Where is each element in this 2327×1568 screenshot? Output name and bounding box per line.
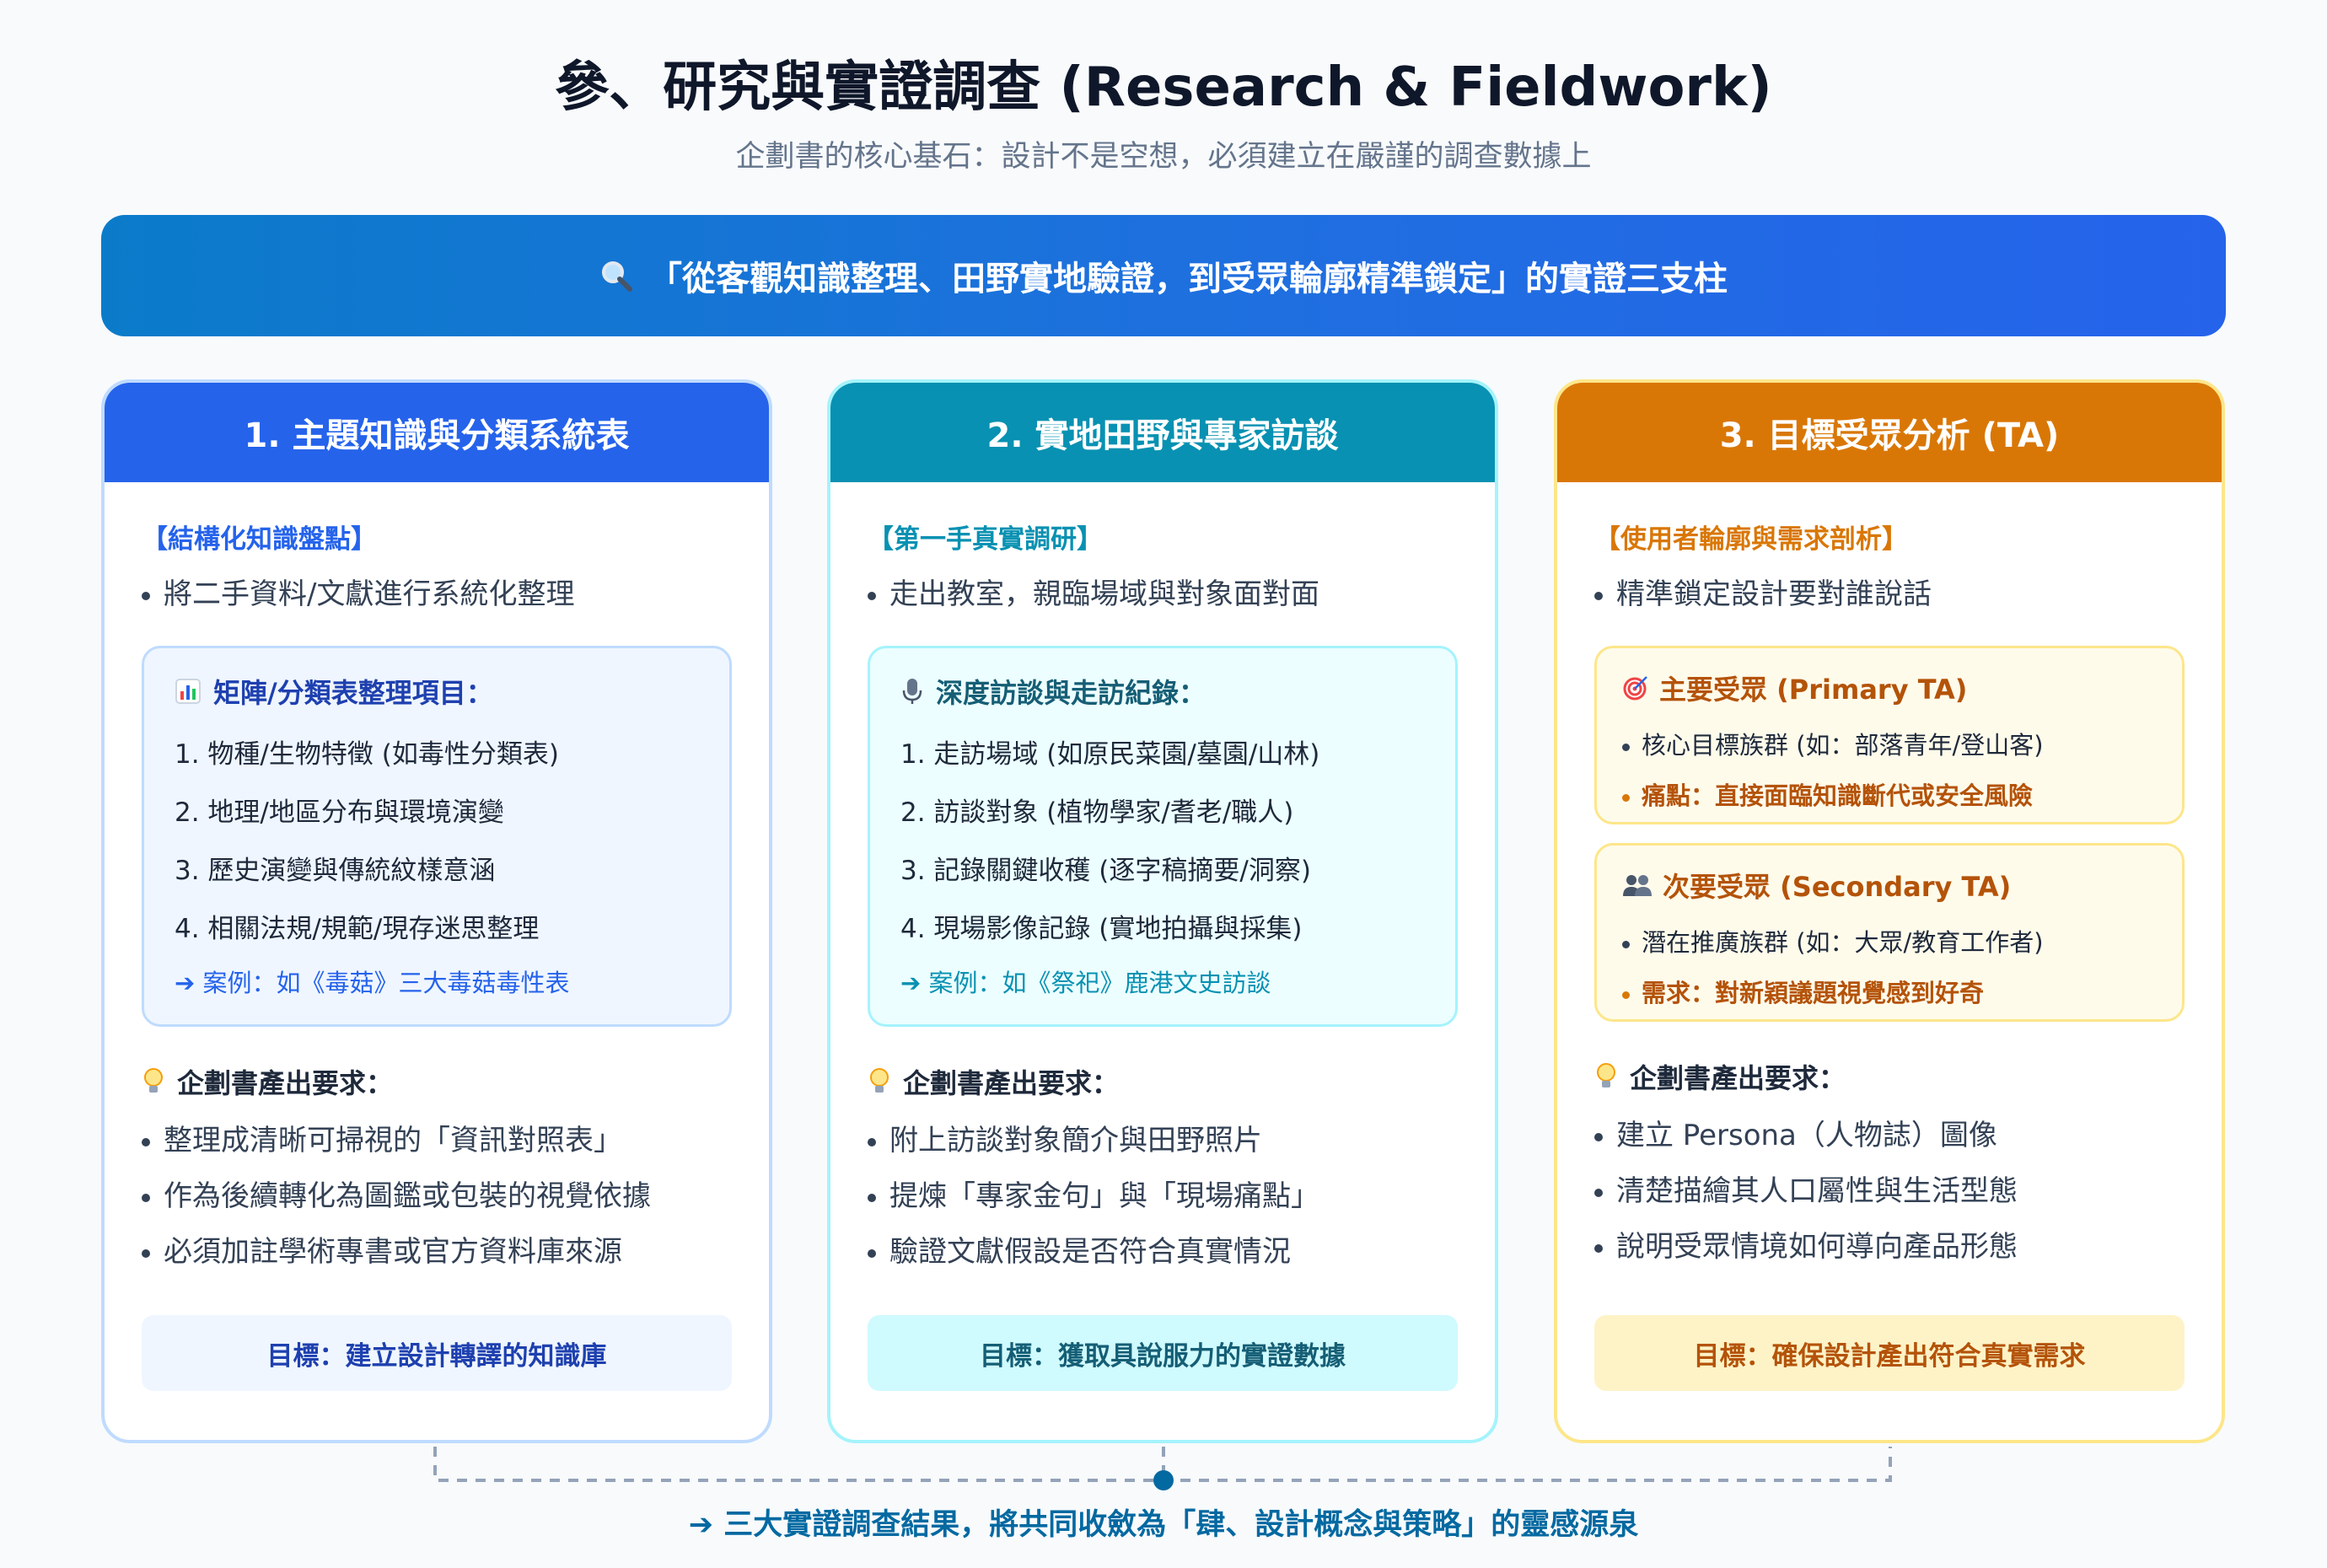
ta-need: 需求：對新穎議題視覺感到好奇 xyxy=(1622,974,2157,1009)
list-item: 整理成清晰可掃視的「資訊對照表」 xyxy=(142,1113,732,1168)
page-subtitle: 企劃書的核心基石：設計不是空想，必須建立在嚴謹的調查數據上 xyxy=(735,140,1592,174)
card-title: 2. 實地田野與專家訪談 xyxy=(830,383,1495,482)
list-item: 3. 記錄關鍵收穫 (逐字稿摘要/洞察) xyxy=(900,856,1311,886)
footer-note: ➔ 三大實證調查結果，將共同收斂為「肆、設計概念與策略」的靈感源泉 xyxy=(688,1508,1639,1542)
matrix-box: 矩陣/分類表整理項目： 1. 物種/生物特徵 (如毒性分類表) 2. 地理/地區… xyxy=(142,646,732,1027)
ta-description: 核心目標族群 (如：部落青年/登山客) xyxy=(1622,726,2157,761)
list-item: 2. 訪談對象 (植物學家/耆老/職人) xyxy=(900,797,1294,828)
req-title: 企劃書產出要求： xyxy=(1594,1057,2185,1096)
section-tag: 【使用者輪廓與需求剖析】 xyxy=(1594,524,1908,555)
lightbulb-icon xyxy=(142,1067,165,1096)
list-item: 附上訪談對象簡介與田野照片 xyxy=(868,1113,1458,1168)
list-item: 提煉「專家金句」與「現場痛點」 xyxy=(868,1168,1458,1224)
section-tag: 【結構化知識盤點】 xyxy=(142,524,377,555)
list-item: 4. 相關法規/規範/現存迷思整理 xyxy=(175,914,540,944)
list-item: 說明受眾情境如何導向產品形態 xyxy=(1594,1219,2185,1275)
target-icon xyxy=(1622,674,1649,701)
intro-line: 將二手資料/文獻進行系統化整理 xyxy=(142,571,732,612)
req-title: 企劃書產出要求： xyxy=(868,1062,1458,1101)
card-fieldwork: 2. 實地田野與專家訪談 【第一手真實調研】 走出教室，親臨場域與對象面對面 深… xyxy=(827,379,1498,1443)
case-example: ➔ 案例：如《祭祀》鹿港文史訪談 xyxy=(900,969,1271,997)
primary-ta-box: 主要受眾 (Primary TA) 核心目標族群 (如：部落青年/登山客) 痛點… xyxy=(1594,646,2185,824)
intro-line: 精準鎖定設計要對誰說話 xyxy=(1594,571,2185,612)
card-title: 1. 主題知識與分類系統表 xyxy=(105,383,769,482)
box-title: 矩陣/分類表整理項目： xyxy=(175,672,699,711)
list-item: 驗證文獻假設是否符合真實情況 xyxy=(868,1224,1458,1280)
magnifier-icon xyxy=(599,259,633,293)
microphone-icon xyxy=(900,677,924,706)
list-item: 1. 物種/生物特徵 (如毒性分類表) xyxy=(175,739,559,770)
box-title: 深度訪談與走訪紀錄： xyxy=(900,672,1425,711)
lightbulb-icon xyxy=(1594,1062,1618,1091)
pillars-banner: 「從客觀知識整理、田野實地驗證，到受眾輪廓精準鎖定」的實證三支柱 xyxy=(101,215,2226,336)
list-item: 作為後續轉化為圖鑑或包裝的視覺依據 xyxy=(142,1168,732,1224)
list-item: 清楚描繪其人口屬性與生活型態 xyxy=(1594,1163,2185,1219)
bar-chart-icon xyxy=(175,678,202,705)
interview-box: 深度訪談與走訪紀錄： 1. 走訪場域 (如原民菜園/墓園/山林) 2. 訪談對象… xyxy=(868,646,1458,1027)
goal-badge: 目標：建立設計轉譯的知識庫 xyxy=(142,1315,732,1391)
list-item: 必須加註學術專書或官方資料庫來源 xyxy=(142,1224,732,1280)
req-title: 企劃書產出要求： xyxy=(142,1062,732,1101)
convergence-dot xyxy=(1153,1470,1174,1490)
banner-text: 「從客觀知識整理、田野實地驗證，到受眾輪廓精準鎖定」的實證三支柱 xyxy=(648,260,1728,298)
goal-badge: 目標：確保設計產出符合真實需求 xyxy=(1594,1315,2185,1391)
intro-line: 走出教室，親臨場域與對象面對面 xyxy=(868,571,1458,612)
ta-title: 主要受眾 (Primary TA) xyxy=(1622,669,2157,707)
list-item: 3. 歷史演變與傳統紋樣意涵 xyxy=(175,856,496,886)
list-item: 4. 現場影像記錄 (實地拍攝與採集) xyxy=(900,914,1303,944)
ta-title: 次要受眾 (Secondary TA) xyxy=(1622,866,2157,905)
ta-description: 潛在推廣族群 (如：大眾/教育工作者) xyxy=(1622,923,2157,959)
case-example: ➔ 案例：如《毒菇》三大毒菇毒性表 xyxy=(175,969,570,997)
people-icon xyxy=(1622,873,1653,898)
page-title: 參、研究與實證調查 (Research & Fieldwork) xyxy=(555,56,1772,119)
ta-pain-point: 痛點：直接面臨知識斷代或安全風險 xyxy=(1622,776,2157,812)
lightbulb-icon xyxy=(868,1067,891,1096)
section-tag: 【第一手真實調研】 xyxy=(868,524,1103,555)
card-knowledge: 1. 主題知識與分類系統表 【結構化知識盤點】 將二手資料/文獻進行系統化整理 … xyxy=(101,379,772,1443)
card-title: 3. 目標受眾分析 (TA) xyxy=(1557,383,2222,482)
secondary-ta-box: 次要受眾 (Secondary TA) 潛在推廣族群 (如：大眾/教育工作者) … xyxy=(1594,843,2185,1022)
card-target-audience: 3. 目標受眾分析 (TA) 【使用者輪廓與需求剖析】 精準鎖定設計要對誰說話 … xyxy=(1554,379,2225,1443)
list-item: 2. 地理/地區分布與環境演變 xyxy=(175,797,504,828)
list-item: 1. 走訪場域 (如原民菜園/墓園/山林) xyxy=(900,739,1320,770)
list-item: 建立 Persona（人物誌）圖像 xyxy=(1594,1108,2185,1163)
goal-badge: 目標：獲取具說服力的實證數據 xyxy=(868,1315,1458,1391)
